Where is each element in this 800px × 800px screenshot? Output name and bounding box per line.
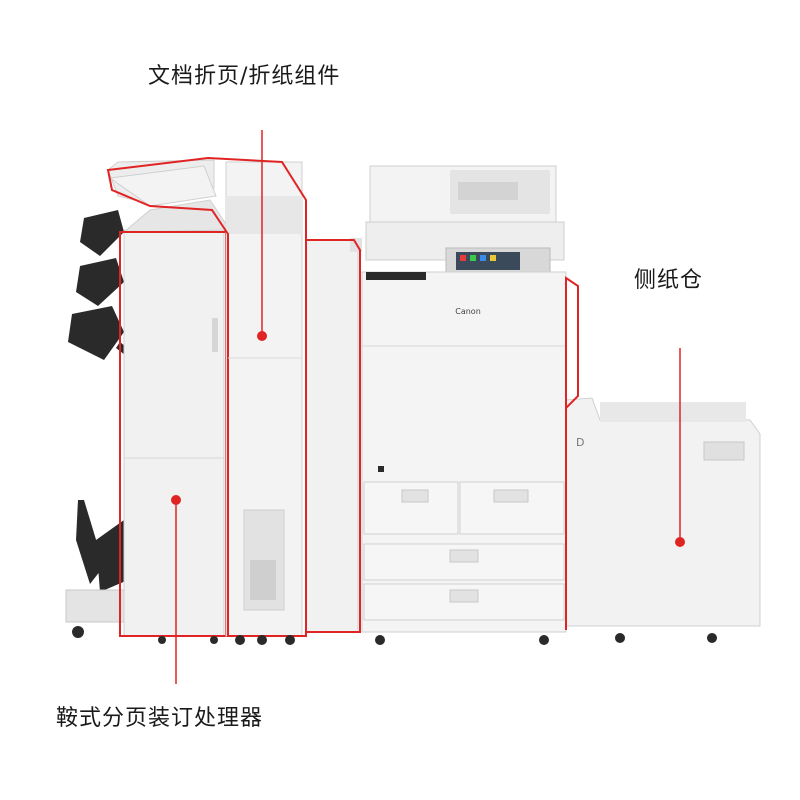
label-booklet-finisher: 鞍式分页装订处理器 <box>56 706 264 731</box>
booklet-finisher <box>65 159 231 644</box>
folding-unit-outline <box>106 156 307 637</box>
folding-unit <box>106 130 307 645</box>
output-tray-2 <box>76 258 124 306</box>
side-deck-letter: D <box>576 436 584 449</box>
connector-module <box>305 238 362 633</box>
side-deck-outline <box>565 276 579 630</box>
main-copier: Canon <box>361 165 567 645</box>
brand-logo: Canon <box>455 307 481 316</box>
output-tray-3 <box>68 306 124 360</box>
booklet-tray <box>76 500 104 584</box>
finisher-body <box>123 229 225 637</box>
label-side-paper-deck: 侧纸仓 <box>634 268 704 293</box>
label-folding-unit: 文档折页/折纸组件 <box>148 64 341 89</box>
side-paper-deck: D <box>565 276 761 643</box>
output-tray-1 <box>80 210 124 256</box>
connector-outline <box>305 239 361 633</box>
